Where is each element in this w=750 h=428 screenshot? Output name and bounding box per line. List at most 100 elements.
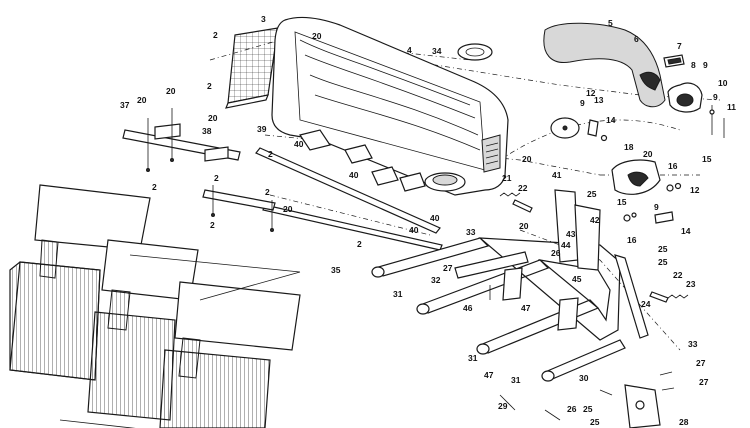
part-32-crossbar xyxy=(454,251,579,331)
callout-28: 28 xyxy=(679,417,689,427)
callout-40: 40 xyxy=(349,170,359,180)
callout-40: 40 xyxy=(430,213,440,223)
part-37-rail xyxy=(122,123,241,162)
callout-27: 27 xyxy=(696,358,706,368)
fastener-bolts xyxy=(146,108,675,421)
callout-16: 16 xyxy=(668,161,678,171)
callout-9: 9 xyxy=(713,92,718,102)
callout-46: 46 xyxy=(463,303,473,313)
callout-20: 20 xyxy=(643,149,653,159)
callout-31: 31 xyxy=(468,353,478,363)
callout-47: 47 xyxy=(484,370,494,380)
callout-18: 18 xyxy=(624,142,634,152)
callout-20: 20 xyxy=(312,31,322,41)
part-4-hood xyxy=(271,16,509,196)
callout-47: 47 xyxy=(521,303,531,313)
callout-25: 25 xyxy=(590,417,600,427)
deflector-hardware xyxy=(623,182,682,224)
callout-25: 25 xyxy=(658,257,668,267)
part-5-chute xyxy=(543,22,666,108)
callout-24: 24 xyxy=(641,299,651,309)
bag-1 xyxy=(9,184,151,381)
callout-20: 20 xyxy=(283,204,293,214)
callout-37: 37 xyxy=(120,100,130,110)
callout-8: 8 xyxy=(691,60,696,70)
callout-31: 31 xyxy=(393,289,403,299)
callout-45: 45 xyxy=(572,274,582,284)
callout-40: 40 xyxy=(294,139,304,149)
callout-40: 40 xyxy=(409,225,419,235)
callout-25: 25 xyxy=(587,189,597,199)
callout-26: 26 xyxy=(567,404,577,414)
chute-hardware xyxy=(663,54,725,138)
callout-16: 16 xyxy=(627,235,637,245)
callout-2: 2 xyxy=(268,149,273,159)
callout-30: 30 xyxy=(579,373,589,383)
callout-41: 41 xyxy=(552,170,562,180)
callout-13: 13 xyxy=(594,95,604,105)
part-35-bags xyxy=(9,184,301,428)
callout-22: 22 xyxy=(673,270,683,280)
callout-43: 43 xyxy=(566,229,576,239)
callout-33: 33 xyxy=(466,227,476,237)
callout-25: 25 xyxy=(583,404,593,414)
callout-2: 2 xyxy=(265,187,270,197)
part-3-grille xyxy=(225,27,279,109)
callout-21: 21 xyxy=(502,173,512,183)
part-39-rail xyxy=(202,147,443,251)
callout-27: 27 xyxy=(699,377,709,387)
callout-6: 6 xyxy=(634,34,639,44)
callout-7: 7 xyxy=(677,41,682,51)
callout-31: 31 xyxy=(511,375,521,385)
bag-3 xyxy=(159,281,301,428)
callout-9: 9 xyxy=(580,98,585,108)
part-34-ring xyxy=(457,43,493,61)
callout-34: 34 xyxy=(432,46,442,56)
callout-4: 4 xyxy=(407,45,412,55)
callout-20: 20 xyxy=(166,86,176,96)
callout-20: 20 xyxy=(519,221,529,231)
callout-2: 2 xyxy=(152,182,157,192)
callout-26: 26 xyxy=(551,248,561,258)
callout-11: 11 xyxy=(727,102,736,112)
callout-2: 2 xyxy=(207,81,212,91)
callout-5: 5 xyxy=(608,18,613,28)
bag-2 xyxy=(87,239,199,421)
callout-12: 12 xyxy=(690,185,700,195)
callout-22: 22 xyxy=(518,183,528,193)
callout-2: 2 xyxy=(214,173,219,183)
callout-20: 20 xyxy=(522,154,532,164)
callout-20: 20 xyxy=(137,95,147,105)
callout-44: 44 xyxy=(561,240,571,250)
callout-32: 32 xyxy=(431,275,441,285)
part-12-plate xyxy=(550,117,608,142)
callout-2: 2 xyxy=(210,220,215,230)
callout-33: 33 xyxy=(688,339,698,349)
callout-27: 27 xyxy=(443,263,453,273)
callout-29: 29 xyxy=(498,401,508,411)
callout-38: 38 xyxy=(202,126,212,136)
callout-14: 14 xyxy=(606,115,616,125)
callout-9: 9 xyxy=(703,60,708,70)
callout-12: 12 xyxy=(586,88,596,98)
part-24-upright xyxy=(614,254,661,428)
callout-20: 20 xyxy=(208,113,218,123)
part-18-deflector xyxy=(611,159,661,195)
callout-9: 9 xyxy=(654,202,659,212)
callout-15: 15 xyxy=(617,197,627,207)
callout-42: 42 xyxy=(590,215,600,225)
callout-10: 10 xyxy=(718,78,728,88)
callout-15: 15 xyxy=(702,154,712,164)
callout-23: 23 xyxy=(686,279,696,289)
part-41-bracket xyxy=(554,189,601,271)
springs-and-pins xyxy=(499,192,689,303)
callout-35: 35 xyxy=(331,265,341,275)
callout-14: 14 xyxy=(681,226,691,236)
callout-25: 25 xyxy=(658,244,668,254)
callout-39: 39 xyxy=(257,124,267,134)
callout-2: 2 xyxy=(213,30,218,40)
callout-2: 2 xyxy=(357,239,362,249)
callout-3: 3 xyxy=(261,14,266,24)
